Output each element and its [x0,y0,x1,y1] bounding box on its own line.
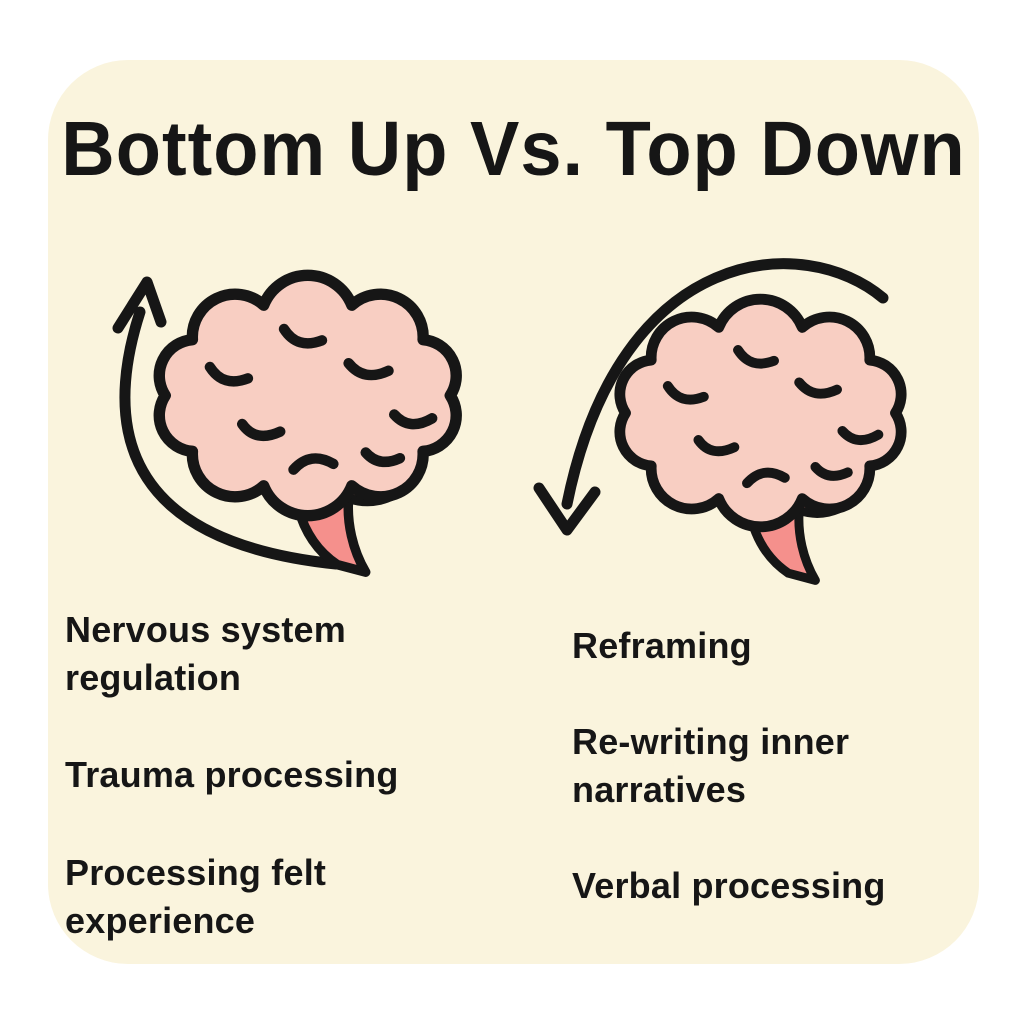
brain-icon [620,299,901,580]
top-down-list-item: Reframing [572,625,752,666]
top-down-illustration-svg [533,258,970,592]
up-arrow-head-icon [112,276,167,334]
bottom-up-list-item: Nervous system regulation [65,609,346,698]
bottom-up-illustration-svg [112,250,510,590]
down-arrow-head-icon [533,482,601,536]
down-arrow-icon [561,258,889,510]
top-down-list-item: Verbal processing [572,865,886,906]
bottom-up-illustration [60,250,510,590]
page-title: Bottom Up Vs. Top Down [61,105,966,192]
bottom-up-list-item: Processing felt experience [65,852,327,941]
bottom-up-list-item: Trauma processing [65,754,399,795]
top-down-list-item: Re-writing inner narratives [572,721,850,810]
top-down-illustration [505,232,970,592]
up-arrow-icon [119,306,342,570]
